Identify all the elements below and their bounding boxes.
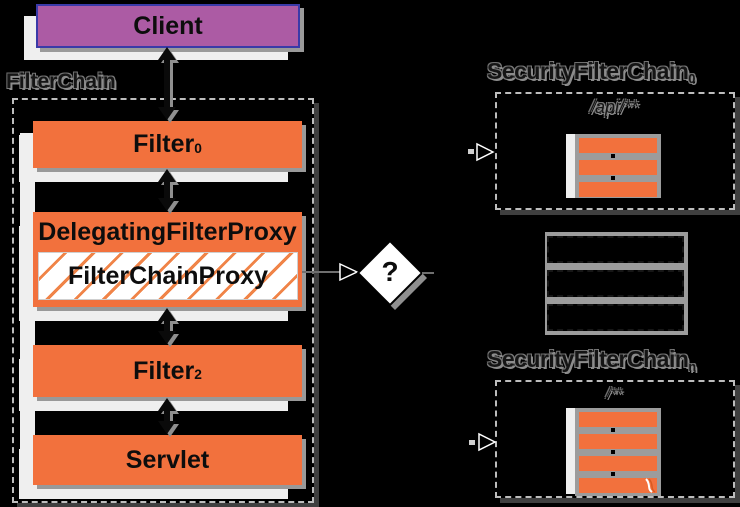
servlet-label: Servlet xyxy=(125,445,210,474)
securityfilterchainN-title-text: SecurityFilterChain xyxy=(487,346,689,372)
collapsed-securityfilterchain xyxy=(547,304,684,331)
securityfilterchain0-title-text: SecurityFilterChain xyxy=(487,58,689,84)
filter-bar xyxy=(579,138,657,153)
client-box: Client xyxy=(36,4,300,48)
delegating-filter-proxy-label: DelegatingFilterProxy xyxy=(38,217,297,246)
filter2-subscript: 2 xyxy=(194,367,202,383)
filter-chain-proxy-box: FilterChainProxy xyxy=(38,252,298,300)
ellipsis-dot xyxy=(611,154,615,158)
filter-bar xyxy=(579,160,657,175)
filter2-label: Filter xyxy=(133,356,195,385)
filter0-label: Filter xyxy=(133,130,195,158)
filter-bar xyxy=(579,456,657,471)
securityfilterchain0-box xyxy=(495,92,735,210)
filter0-subscript: 0 xyxy=(194,140,202,156)
securityfilterchain0-title: SecurityFilterChain0 xyxy=(487,58,695,86)
filter-bar xyxy=(579,478,657,493)
securityfilterchainN-title: SecurityFilterChainn xyxy=(487,346,696,374)
filter-bar xyxy=(579,412,657,427)
securityfilterchain0-bars-shadow xyxy=(566,134,575,198)
arrowhead-into-chainN-icon xyxy=(478,432,497,452)
filter-bar xyxy=(579,182,657,197)
arrowhead-into-decision-icon xyxy=(339,262,359,282)
collapsed-securityfilterchain xyxy=(547,236,684,263)
delegating-filter-proxy-box: DelegatingFilterProxy FilterChainProxy xyxy=(33,212,302,307)
filterchain-label: FilterChain xyxy=(6,70,116,93)
dashed-connector-segment xyxy=(469,440,475,445)
securityfilterchain0-bars-backing xyxy=(575,134,661,198)
ellipsis-dot xyxy=(611,176,615,180)
securityfilterchain0-url-pattern: /api/** xyxy=(589,97,639,117)
arrowhead-into-chain0-icon xyxy=(476,142,495,162)
ellipsis-dot xyxy=(611,450,615,454)
securityfilterchain0-title-subscript: 0 xyxy=(688,71,695,86)
ellipsis-dot xyxy=(611,472,615,476)
securityfilterchainN-url-pattern: /** xyxy=(606,385,622,402)
collapsed-securityfilterchain xyxy=(547,270,684,297)
securityfilterchainN-bars-shadow xyxy=(566,408,575,494)
ellipsis-dot xyxy=(611,428,615,432)
dashed-connector-segment xyxy=(468,149,474,154)
servlet-box: Servlet xyxy=(33,435,302,485)
securityfilterchainN-bars-backing xyxy=(575,408,661,496)
client-label: Client xyxy=(133,11,203,40)
filter-bar xyxy=(579,434,657,449)
filter-chain-proxy-label: FilterChainProxy xyxy=(67,261,269,290)
securityfilterchainN-title-subscript: n xyxy=(688,359,696,374)
collapsed-chains-backing xyxy=(545,232,688,335)
decision-question-label: ? xyxy=(381,256,399,287)
